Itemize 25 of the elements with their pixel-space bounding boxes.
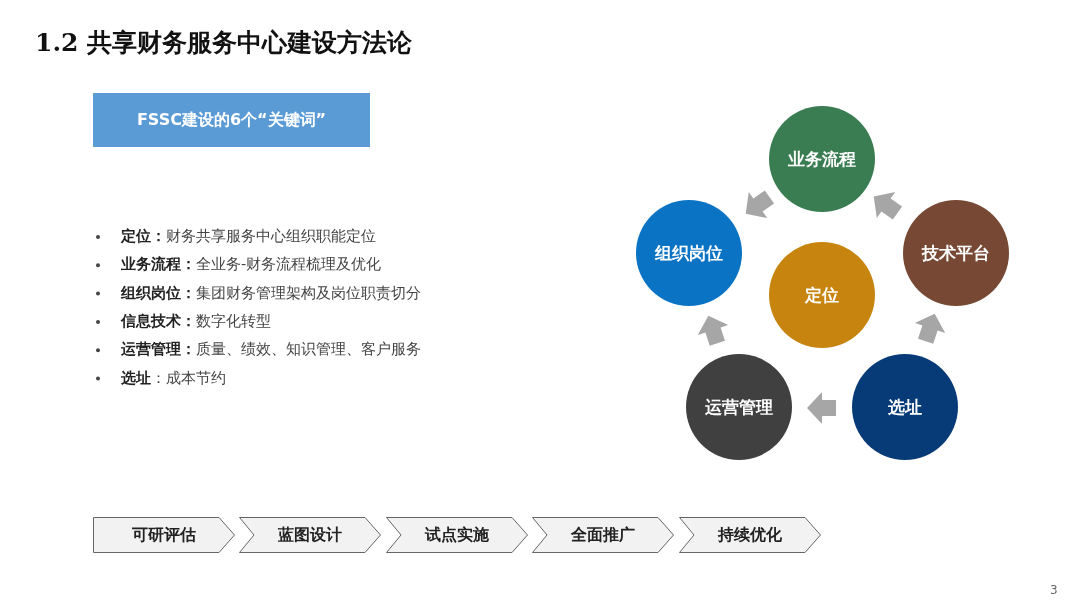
block-arrow (873, 191, 903, 220)
keyword-circle: 组织岗位 (636, 200, 742, 306)
chevron-step: 持续优化 (679, 517, 821, 553)
block-arrow (697, 315, 729, 346)
keyword-circle: 业务流程 (769, 106, 875, 212)
page-title: 1.2 共享财务服务中心建设方法论 (35, 27, 413, 59)
block-arrow (914, 313, 946, 344)
title-box: FSSC建设的6个“关键词” (93, 93, 370, 147)
bullet-item: 业务流程：全业务-财务流程梳理及优化 (121, 255, 382, 275)
page-number: 3 (1050, 583, 1058, 597)
chevron-step: 全面推广 (532, 517, 674, 553)
keyword-circle: 运营管理 (686, 354, 792, 460)
block-arrow (745, 190, 775, 219)
bullet-item: 信息技术：数字化转型 (121, 311, 271, 331)
bullet-item: 选址：成本节约 (121, 368, 226, 388)
bullet-item: 运营管理：质量、绩效、知识管理、客户服务 (121, 340, 421, 360)
block-arrow (807, 392, 836, 424)
bullet-item: 定位：财务共享服务中心组织职能定位 (121, 227, 376, 246)
bullet-item: 组织岗位：集团财务管理架构及岗位职责切分 (121, 283, 421, 303)
keyword-circle: 技术平台 (903, 200, 1009, 306)
chevron-step: 试点实施 (386, 517, 528, 553)
keyword-circle: 选址 (852, 354, 958, 460)
chevron-step: 蓝图设计 (239, 517, 381, 553)
chevron-step: 可研评估 (93, 517, 235, 553)
keyword-circle: 定位 (769, 242, 875, 348)
